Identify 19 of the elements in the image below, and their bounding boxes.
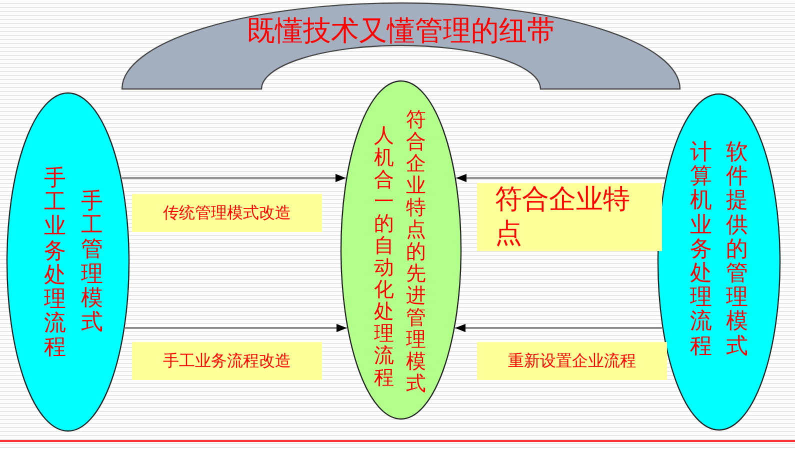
- node-text: 手工管理模式: [81, 190, 103, 336]
- node-text: 计算机业务处理流程: [690, 141, 712, 359]
- edge-label: 传统管理模式改造: [132, 194, 322, 232]
- arrow: [456, 174, 666, 182]
- edge-label: 手工业务流程改造: [132, 342, 322, 380]
- node-text: 软件提供的管理模式: [726, 141, 748, 359]
- arrow: [125, 324, 347, 332]
- node-text: 既懂技术又懂管理的纽带: [246, 13, 556, 49]
- node-text: 符合企业特点的先进管理模式: [406, 108, 426, 394]
- edge-label: 重新设置企业流程: [477, 342, 667, 380]
- ellipse-node: [657, 93, 781, 431]
- edge-label: 符合企业特点: [477, 183, 662, 250]
- arch-shape: [122, 2, 680, 90]
- ellipse-node: [340, 80, 462, 420]
- node-text: 人机合一的自动化处理流程: [374, 124, 394, 388]
- arrow: [455, 324, 662, 332]
- arrow: [122, 174, 346, 182]
- node-text: 手工业务处理流程: [44, 167, 66, 360]
- ellipse-node: [6, 92, 130, 432]
